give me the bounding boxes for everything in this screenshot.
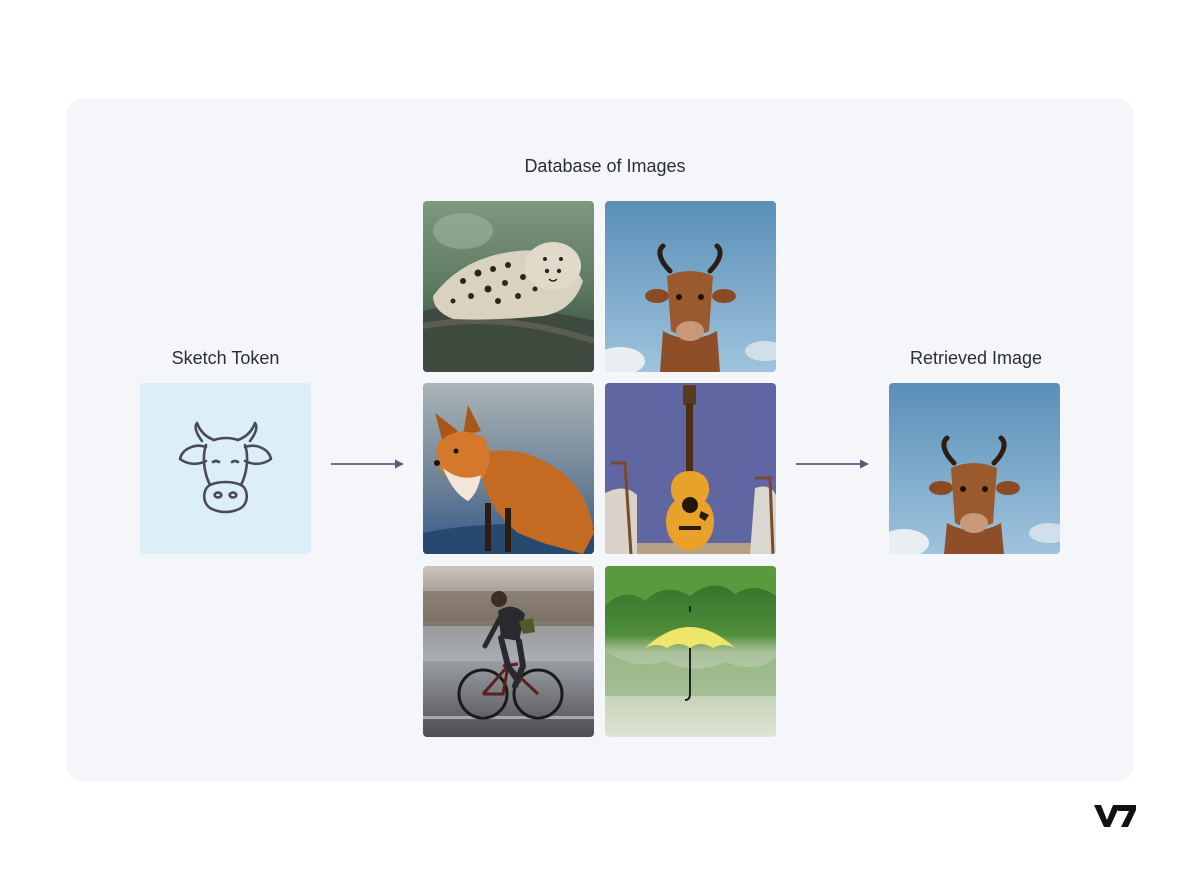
sketch-token-tile (140, 383, 311, 554)
leopard-image (423, 201, 594, 372)
sketch-label: Sketch Token (171, 348, 280, 368)
database-image-cow (605, 201, 776, 372)
database-image-leopard (423, 201, 594, 372)
database-image-fox (423, 383, 594, 554)
fox-image (423, 383, 594, 554)
database-image-cyclist (423, 566, 594, 737)
arrow-to-result (796, 459, 869, 469)
arrow-to-database (331, 459, 404, 469)
cow-sketch-icon (178, 421, 273, 514)
retrieved-label: Retrieved Image (909, 348, 1043, 368)
umbrella-image (605, 566, 776, 737)
cyclist-image (423, 566, 594, 737)
cow-image (605, 201, 776, 372)
guitar-image (605, 383, 776, 554)
v7-logo (1094, 805, 1136, 827)
database-label: Database of Images (524, 156, 686, 176)
database-image-guitar (605, 383, 776, 554)
database-image-umbrella (605, 566, 776, 737)
retrieved-image-tile (889, 383, 1060, 554)
cow-image (889, 383, 1060, 554)
